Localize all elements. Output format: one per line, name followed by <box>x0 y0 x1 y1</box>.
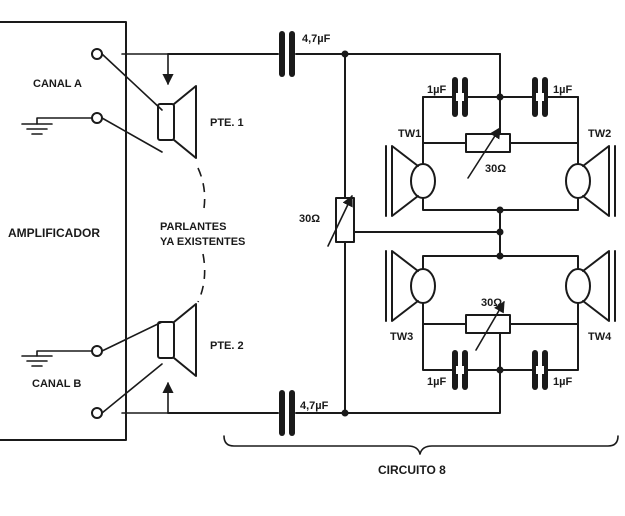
capacitor-lower-left <box>452 350 468 390</box>
capacitor-upper-right <box>532 77 548 117</box>
tw4-label: TW4 <box>588 331 612 343</box>
potentiometer-lower <box>465 301 511 371</box>
tweeter-tw3 <box>385 250 436 322</box>
annotation-dash-top <box>197 167 206 215</box>
cap-lower-left-label: 1µF <box>427 376 446 388</box>
circuit-label: CIRCUITO 8 <box>378 463 446 477</box>
junction-bottom-bus <box>341 409 349 417</box>
tweeter-tw1 <box>385 145 436 217</box>
existing-speakers-label-line1: PARLANTES <box>160 221 226 233</box>
channel-a-label: CANAL A <box>33 78 82 90</box>
capacitor-main-top <box>279 31 295 77</box>
capacitor-upper-left <box>452 77 468 117</box>
tw3-label: TW3 <box>390 331 413 343</box>
pot-upper-label: 30Ω <box>485 163 506 175</box>
cap-main-bottom-label: 4,7µF <box>300 400 329 412</box>
terminal-a-hot <box>91 48 103 60</box>
amplifier-label: AMPLIFICADOR <box>8 226 100 240</box>
terminal-b-ground <box>91 345 103 357</box>
tw2-label: TW2 <box>588 128 611 140</box>
existing-speakers-label-line2: YA EXISTENTES <box>160 236 245 248</box>
speaker-2-label: PTE. 2 <box>210 340 244 352</box>
tw1-label: TW1 <box>398 128 421 140</box>
speaker-2-symbol <box>157 303 197 377</box>
potentiometer-main <box>327 194 501 247</box>
junction-upper-bottom <box>496 206 504 214</box>
cap-upper-left-label: 1µF <box>427 84 446 96</box>
speaker-1-symbol <box>157 85 197 159</box>
terminal-a-ground <box>91 112 103 124</box>
ground-symbol-a <box>21 117 98 135</box>
terminal-b-hot <box>91 407 103 419</box>
cap-lower-right-label: 1µF <box>553 376 572 388</box>
junction-upper-top <box>496 93 504 101</box>
tweeter-tw4 <box>565 250 616 322</box>
main-bus <box>167 53 501 414</box>
ground-symbol-b <box>21 350 98 367</box>
speaker-1-label: PTE. 1 <box>210 117 244 129</box>
cap-upper-right-label: 1µF <box>553 84 572 96</box>
channel-b-label: CANAL B <box>32 378 81 390</box>
pot-lower-label: 30Ω <box>481 297 502 309</box>
capacitor-main-bottom <box>279 390 295 436</box>
tweeter-tw2 <box>565 145 616 217</box>
pot-main-label: 30Ω <box>299 213 320 225</box>
annotation-dash-bottom <box>197 253 206 303</box>
capacitor-lower-right <box>532 350 548 390</box>
cap-main-top-label: 4,7µF <box>302 33 331 45</box>
junction-top-bus <box>341 50 349 58</box>
amplifier-block: AMPLIFICADOR CANAL A CANAL B <box>0 21 127 441</box>
circuit-brace <box>223 435 619 455</box>
potentiometer-upper <box>465 96 511 179</box>
